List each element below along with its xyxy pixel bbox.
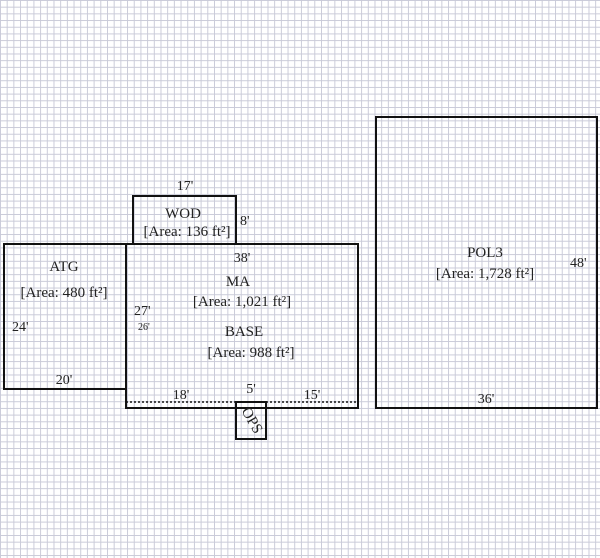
pol3-area: [Area: 1,728 ft²]	[436, 266, 534, 282]
base-area: [Area: 988 ft²]	[208, 345, 295, 361]
atg-area: [Area: 480 ft²]	[21, 285, 108, 301]
base-dim-bottom-mid: 5'	[246, 382, 256, 397]
atg-dim-left: 24'	[12, 320, 29, 335]
ma-label: MA	[226, 274, 250, 290]
ma-dim-top: 38'	[234, 251, 251, 266]
room-ma-base[interactable]: 38' MA [Area: 1,021 ft²] 27' 26' BASE [A…	[125, 243, 359, 409]
room-atg[interactable]: ATG [Area: 480 ft²] 24' 20'	[3, 243, 127, 390]
room-pol3[interactable]: POL3 [Area: 1,728 ft²] 48' 36'	[375, 116, 598, 409]
atg-dim-bottom: 20'	[56, 373, 73, 388]
pol3-label: POL3	[467, 245, 503, 261]
ma-area: [Area: 1,021 ft²]	[193, 294, 291, 310]
base-label: BASE	[225, 324, 263, 340]
wod-label: WOD	[165, 206, 201, 222]
atg-label: ATG	[49, 259, 78, 275]
room-ops[interactable]: OPS	[235, 401, 267, 440]
base-dim-bottom-right: 15'	[304, 388, 321, 403]
pol3-dim-right: 48'	[570, 256, 587, 271]
wod-area: [Area: 136 ft²]	[144, 224, 231, 240]
base-dim-left: 26'	[138, 322, 150, 333]
base-dim-bottom-left: 18'	[173, 388, 190, 403]
room-wod[interactable]: 17' WOD [Area: 136 ft²] 8'	[132, 179, 250, 245]
ma-dim-left: 27'	[134, 304, 151, 319]
pol3-dim-bottom: 36'	[478, 392, 495, 407]
wod-dim-right: 8'	[240, 214, 250, 229]
wod-dim-top: 17'	[177, 179, 194, 194]
